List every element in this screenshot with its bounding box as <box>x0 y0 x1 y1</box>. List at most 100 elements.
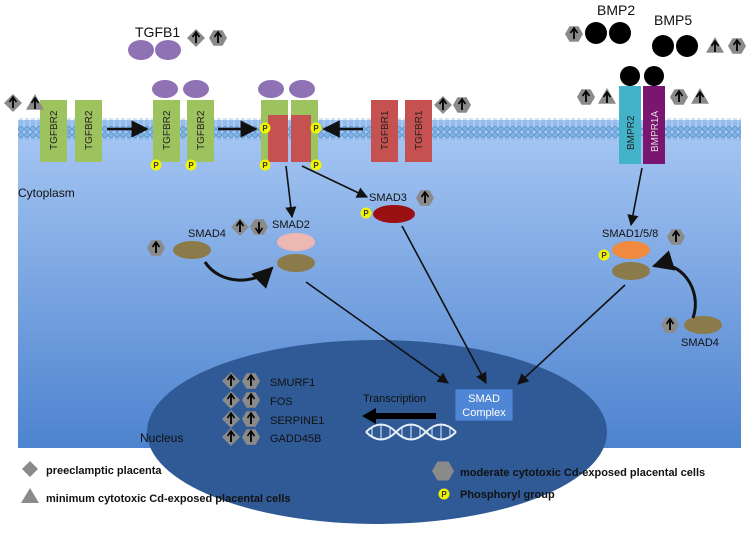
pathway-arrow <box>285 165 297 219</box>
bound-bmp-ligand <box>644 66 664 86</box>
hexagon-marker-icon <box>667 229 685 245</box>
smad2-protein <box>277 233 315 251</box>
receptor-label: TGFBR2 <box>49 110 60 150</box>
phosphoryl-icon: P <box>438 488 450 500</box>
diamond-marker-icon <box>222 391 240 409</box>
receptor-bmpr2 <box>619 86 641 164</box>
hexagon-marker-icon <box>416 190 434 206</box>
bmp2-label: BMP2 <box>597 2 635 18</box>
receptor-tgfbr2 <box>153 100 180 162</box>
hexagon-marker-icon <box>242 373 260 389</box>
phosphoryl-icon: P <box>150 159 162 171</box>
diamond-marker-icon <box>222 428 240 446</box>
svg-text:P: P <box>262 124 268 133</box>
bound-ligand <box>289 80 315 98</box>
receptor-label: TGFBR2 <box>196 110 207 150</box>
hexagon-marker-icon <box>250 219 268 235</box>
hexagon-marker-icon <box>242 411 260 427</box>
hexagon-marker-icon <box>242 392 260 408</box>
svg-text:P: P <box>363 209 369 218</box>
pathway-arrow <box>517 284 626 385</box>
smad3-label: SMAD3 <box>369 192 407 204</box>
phosphoryl-icon: P <box>259 122 271 134</box>
receptor-tgfbr2 <box>40 100 67 162</box>
dna-helix-icon <box>365 423 457 441</box>
diamond-marker-icon <box>4 94 22 112</box>
smad4-protein <box>277 254 315 272</box>
receptor-tgfbr1 <box>291 115 311 162</box>
hexagon-marker-icon <box>577 89 595 105</box>
hexagon-marker-icon <box>453 97 471 113</box>
diamond-marker-icon <box>187 29 205 47</box>
hexagon-marker-icon <box>565 26 583 42</box>
smad-complex-label: Complex <box>462 407 506 419</box>
smad4-protein <box>684 316 722 334</box>
receptor-label: TGFBR1 <box>380 110 391 150</box>
bound-ligand <box>152 80 178 98</box>
receptor-label: BMPR1A <box>650 111 661 152</box>
phosphoryl-icon: P <box>185 159 197 171</box>
hexagon-marker-icon <box>209 30 227 46</box>
marker-layer: P P P P P P P P P <box>4 26 746 503</box>
svg-text:P: P <box>313 124 319 133</box>
legend-phospho-label: Phosphoryl group <box>460 489 555 501</box>
hexagon-marker-icon <box>147 240 165 256</box>
smad2-label: SMAD2 <box>272 219 310 231</box>
phosphoryl-icon: P <box>598 249 610 261</box>
phosphoryl-icon: P <box>360 207 372 219</box>
gene-label: SMURF1 <box>270 377 315 389</box>
hexagon-marker-icon <box>728 38 746 54</box>
pathway-arrow <box>401 225 487 384</box>
transcription-arrowhead <box>362 408 376 424</box>
svg-text:P: P <box>601 251 607 260</box>
receptor-tgfbr1 <box>371 100 398 162</box>
legend-triangle-icon <box>21 488 39 503</box>
triangle-marker-icon <box>26 94 44 110</box>
triangle-marker-icon <box>706 37 724 53</box>
smad4-label: SMAD4 <box>188 228 226 240</box>
svg-text:P: P <box>441 490 447 499</box>
receptor-tgfbr2 <box>187 100 214 162</box>
receptor-label: TGFBR2 <box>84 110 95 150</box>
triangle-marker-icon <box>598 88 616 104</box>
bound-ligand <box>258 80 284 98</box>
pathway-arrow <box>627 167 643 227</box>
svg-text:P: P <box>188 161 194 170</box>
smad3-protein <box>373 205 415 223</box>
smad158-label: SMAD1/5/8 <box>602 228 658 240</box>
receptor-tgfbr1 <box>268 115 288 162</box>
hexagon-marker-icon <box>670 89 688 105</box>
bmp5-label: BMP5 <box>654 12 692 28</box>
pathway-arrow <box>301 165 369 198</box>
bmp2-ligand <box>585 22 631 44</box>
receptor-label: TGFBR1 <box>414 110 425 150</box>
legend-triangle-label: minimum cytotoxic Cd-exposed placental c… <box>46 493 291 505</box>
tgfb1-ligand <box>128 40 181 60</box>
smad4-protein <box>612 262 650 280</box>
smad4-label: SMAD4 <box>681 337 719 349</box>
cytoplasm-label: Cytoplasm <box>18 186 75 200</box>
tgfb1-label: TGFB1 <box>135 24 180 40</box>
phosphoryl-icon: P <box>310 122 322 134</box>
svg-text:P: P <box>313 161 319 170</box>
svg-text:P: P <box>262 161 268 170</box>
legend-hexagon-label: moderate cytotoxic Cd-exposed placental … <box>460 467 705 479</box>
bound-bmp-ligand <box>620 66 640 86</box>
diamond-marker-icon <box>231 218 249 236</box>
legend-diamond-icon <box>22 461 38 477</box>
hexagon-marker-icon <box>661 317 679 333</box>
phosphoryl-icon: P <box>310 159 322 171</box>
nucleus-label: Nucleus <box>140 431 183 445</box>
smad-complex-box <box>454 388 514 422</box>
receptor-tgfbr1 <box>405 100 432 162</box>
bound-ligand <box>183 80 209 98</box>
receptor-label: TGFBR2 <box>162 110 173 150</box>
hexagon-marker-icon <box>242 429 260 445</box>
gene-label: FOS <box>270 396 293 408</box>
gene-label: GADD45B <box>270 433 321 445</box>
receptor-label: BMPR2 <box>626 115 637 150</box>
receptor-bmpr1a <box>643 86 665 164</box>
nucleus <box>147 340 607 524</box>
diamond-marker-icon <box>434 96 452 114</box>
smad-complex-label: SMAD <box>468 393 500 405</box>
